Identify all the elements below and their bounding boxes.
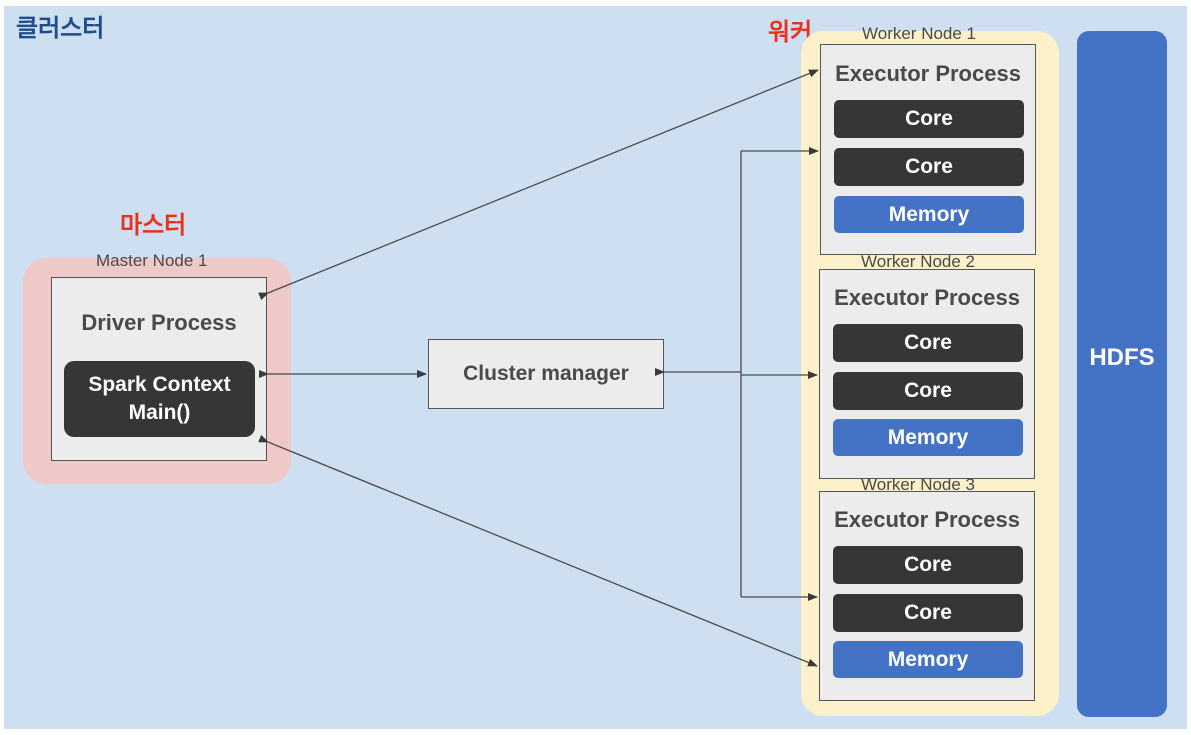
core-2-2: Core <box>833 372 1023 410</box>
hdfs-label: HDFS <box>1089 344 1155 371</box>
spark-context-line2: Main() <box>128 401 191 424</box>
core-3-1: Core <box>833 546 1023 584</box>
worker-node-3-caption: Worker Node 3 <box>861 475 976 494</box>
worker-node-1-caption: Worker Node 1 <box>862 24 977 43</box>
executor-process-box-3[interactable]: Executor Process Core Core Memory <box>819 491 1035 701</box>
cluster-manager-label: Cluster manager <box>463 362 629 385</box>
arrow-driver-worker3 <box>258 434 818 667</box>
spark-context-box[interactable]: Spark Context Main() <box>64 361 255 437</box>
master-node-caption: Master Node 1 <box>96 251 208 270</box>
memory-3: Memory <box>833 641 1023 678</box>
cluster-label: 클러스터 <box>16 14 105 42</box>
executor-process-box-1[interactable]: Executor Process Core Core Memory <box>820 44 1036 255</box>
executor-process-title-2: Executor Process <box>834 285 1020 310</box>
worker-node-2-caption: Worker Node 2 <box>861 252 976 271</box>
core-3-2: Core <box>833 594 1023 632</box>
memory-2: Memory <box>833 419 1023 456</box>
master-label: 마스터 <box>120 211 187 239</box>
cluster-manager-box[interactable]: Cluster manager <box>428 339 664 409</box>
memory-1: Memory <box>834 196 1024 233</box>
executor-process-title-1: Executor Process <box>835 61 1021 86</box>
arrow-driver-worker1 <box>258 69 819 301</box>
driver-process-title: Driver Process <box>81 310 237 335</box>
executor-process-title-3: Executor Process <box>834 507 1020 532</box>
spark-context-line1: Spark Context <box>88 373 231 396</box>
core-1-2: Core <box>834 148 1024 186</box>
core-1-1: Core <box>834 100 1024 138</box>
core-2-1: Core <box>833 324 1023 362</box>
executor-process-box-2[interactable]: Executor Process Core Core Memory <box>819 269 1035 479</box>
driver-process-box[interactable]: Driver Process Spark Context Main() <box>51 277 267 461</box>
hdfs-box[interactable]: HDFS <box>1077 31 1167 717</box>
